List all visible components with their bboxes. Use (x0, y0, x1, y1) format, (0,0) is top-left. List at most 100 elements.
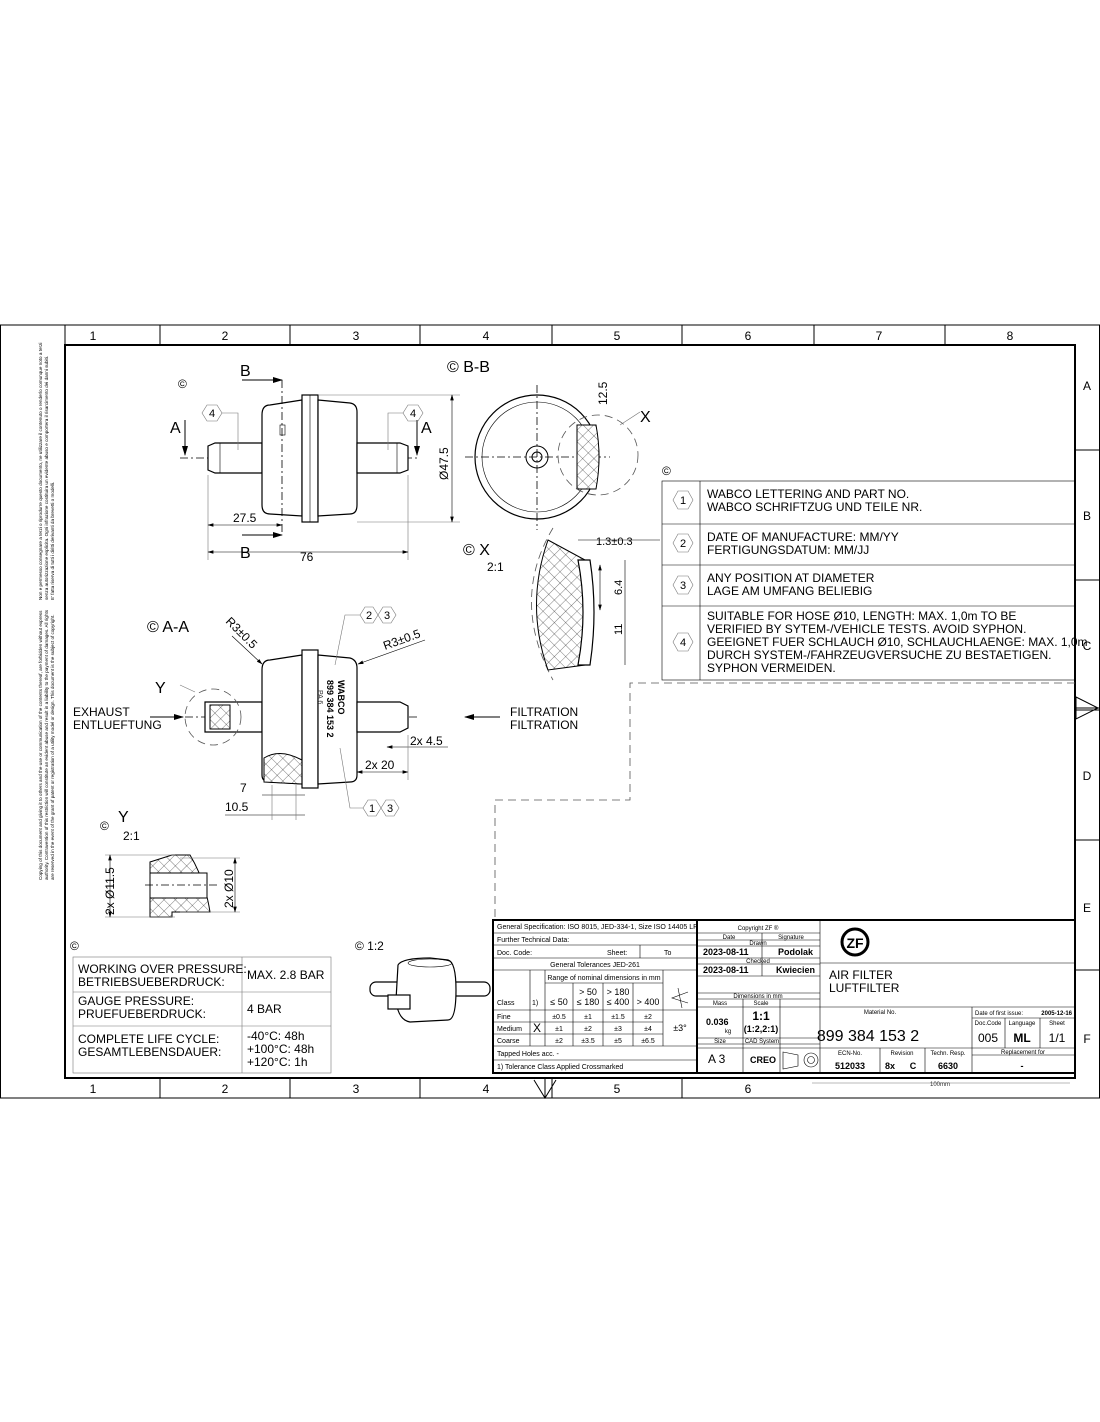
detail-y-label: Y (155, 680, 166, 697)
angle-symbol-icon (671, 987, 689, 1009)
exhaust-label: ENTLUEFTUNG (73, 718, 162, 732)
svg-text:1: 1 (369, 803, 375, 815)
side-view: © B B A A 4 4 27.5 76 (170, 363, 460, 564)
section-a-label: A (170, 420, 181, 437)
column-label: 3 (353, 1082, 360, 1096)
column-label: 4 (483, 329, 490, 343)
balloons-2-3: 2 3 (334, 606, 397, 666)
mass-value: 0.036 (706, 1017, 729, 1027)
range-header: > 50 (579, 987, 597, 997)
footnote-ref: 1) (532, 1000, 538, 1007)
tapped-holes: Tapped Holes acc. - (497, 1051, 560, 1058)
first-issue-header: Date of first issue: (975, 1011, 1023, 1017)
tolerance-value: ±2 (555, 1038, 563, 1045)
view-title: © X (463, 542, 490, 559)
tolerance-class: Fine (497, 1014, 511, 1021)
pressure-value: MAX. 2.8 BAR (247, 968, 325, 982)
tolerance-class: Coarse (497, 1038, 520, 1045)
scale-value: 1:1 (752, 1009, 770, 1023)
note-text: SUITABLE FOR HOSE Ø10, LENGTH: MAX. 1,0m… (707, 609, 1016, 623)
signature-header: Signature (778, 935, 804, 941)
column-label: 1 (90, 329, 97, 343)
further-technical-data: Further Technical Data: (497, 937, 569, 944)
boundary-line (494, 682, 1075, 920)
range-header: > 400 (637, 997, 660, 1007)
revision-value: 8x (885, 1061, 895, 1071)
copyright-line: senza autorizzazione esplicita. Ogni inf… (44, 356, 49, 600)
note-text: FERTIGUNGSDATUM: MM/JJ (707, 543, 869, 557)
drawing-title-en: AIR FILTER (829, 968, 893, 982)
detail-x-label: X (640, 409, 651, 426)
note-text: DATE OF MANUFACTURE: MM/YY (707, 530, 899, 544)
svg-text:2: 2 (366, 610, 372, 622)
copyright-notice: Non e permesso consegnare a terzi o ripr… (38, 343, 55, 880)
pressure-label: BETRIEBSUEBERDRUCK: (78, 975, 225, 989)
column-label: 6 (745, 1082, 752, 1096)
note-text: LAGE AM UMFANG BELIEBIG (707, 584, 872, 598)
pressure-value: +100°C: 48h (247, 1042, 314, 1056)
techn-resp-value: 6630 (938, 1061, 958, 1071)
column-label: 7 (876, 329, 883, 343)
range-header: Range of nominal dimensions in mm (547, 975, 660, 982)
general-specification: General Specification: ISO 8015, JED-334… (497, 924, 698, 931)
row-label: D (1083, 769, 1092, 783)
dimension-20: 2x 20 (365, 758, 395, 772)
symbol: © (70, 939, 79, 953)
row-label: F (1083, 1032, 1090, 1046)
note-text: DURCH SYSTEM-/FAHRZEUGVERSUCHE ZU BESTAE… (707, 648, 1051, 662)
section-a-label: A (421, 420, 432, 437)
scale-bar: 100mm (812, 1082, 1070, 1088)
drawn-date: 2023-08-11 (703, 947, 749, 957)
dimension-diameter: Ø47.5 (437, 447, 451, 480)
column-label: 4 (483, 1082, 490, 1096)
radius-dimension: R3±0.5 (223, 614, 260, 651)
section-b-label: B (240, 545, 251, 562)
view-title: © A-A (147, 619, 189, 636)
note-text: VERIFIED BY SYTEM-/VEHICLE TESTS. AVOID … (707, 622, 1026, 636)
scale-header: Scale (753, 1001, 769, 1007)
sheet-label: Sheet: (607, 950, 627, 957)
dimension-outer: 2x Ø11.5 (103, 867, 117, 915)
tolerance-value: ±1.5 (611, 1014, 625, 1021)
revision-header: Revision (890, 1051, 913, 1057)
row-label: C (1083, 639, 1092, 653)
column-label: 8 (1007, 329, 1014, 343)
note-text: GEEIGNET FUER SCHLAUCH Ø10, SCHLAUCHLAEN… (707, 635, 1088, 649)
copyright-line: E' fatta riserva di tutti i diritti deri… (50, 482, 55, 600)
dimensions-unit: Dimensions in mm (733, 994, 782, 1000)
pressure-label: GESAMTLEBENSDAUER: (78, 1045, 221, 1059)
note-text: WABCO LETTERING AND PART NO. (707, 487, 909, 501)
date-header: Date (723, 935, 736, 941)
material-number: 899 384 153 2 (817, 1028, 919, 1045)
drawing-title-de: LUFTFILTER (829, 981, 900, 995)
pressure-value: +120°C: 1h (247, 1055, 308, 1069)
checked-date: 2023-08-11 (703, 965, 749, 975)
cad-value: CREO (750, 1055, 776, 1065)
mass-unit: kg (725, 1029, 731, 1035)
symbol: © (178, 377, 187, 391)
tolerance-value: ±1 (584, 1014, 592, 1021)
copyright-label: Copyright ZF ® (738, 925, 779, 932)
column-label: 3 (353, 329, 360, 343)
filtration-label: FILTRATION (510, 718, 578, 732)
drawing-frame: 1 2 3 4 5 6 7 8 1 2 3 4 5 6 A B C D E F (0, 324, 1100, 1099)
first-issue-date: 2005-12-16 (1041, 1011, 1072, 1017)
dimension-inner: 2x Ø10 (222, 869, 236, 908)
note-text: SYPHON VERMEIDEN. (707, 661, 836, 675)
isometric-view: © 1:2 (355, 939, 491, 1023)
pressure-value: 4 BAR (247, 1002, 282, 1016)
row-label: E (1083, 901, 1091, 915)
tolerance-value: ±5 (614, 1038, 622, 1045)
tolerance-crossmark: X (533, 1021, 541, 1035)
dimension-10-5: 10.5 (225, 800, 249, 814)
copyright-line: Copying of this document and giving it t… (38, 610, 43, 880)
dimension-6-4: 6.4 (613, 580, 625, 595)
note-text: ANY POSITION AT DIAMETER (707, 571, 875, 585)
tolerance-value: ±6.5 (641, 1038, 655, 1045)
angle-tolerance: ±3° (673, 1023, 687, 1033)
dimension-76: 76 (300, 550, 314, 564)
drawn-header: Drawn (749, 941, 766, 947)
pressure-label: WORKING OVER PRESSURE: (78, 962, 247, 976)
pressure-label: GAUGE PRESSURE: (78, 994, 194, 1008)
